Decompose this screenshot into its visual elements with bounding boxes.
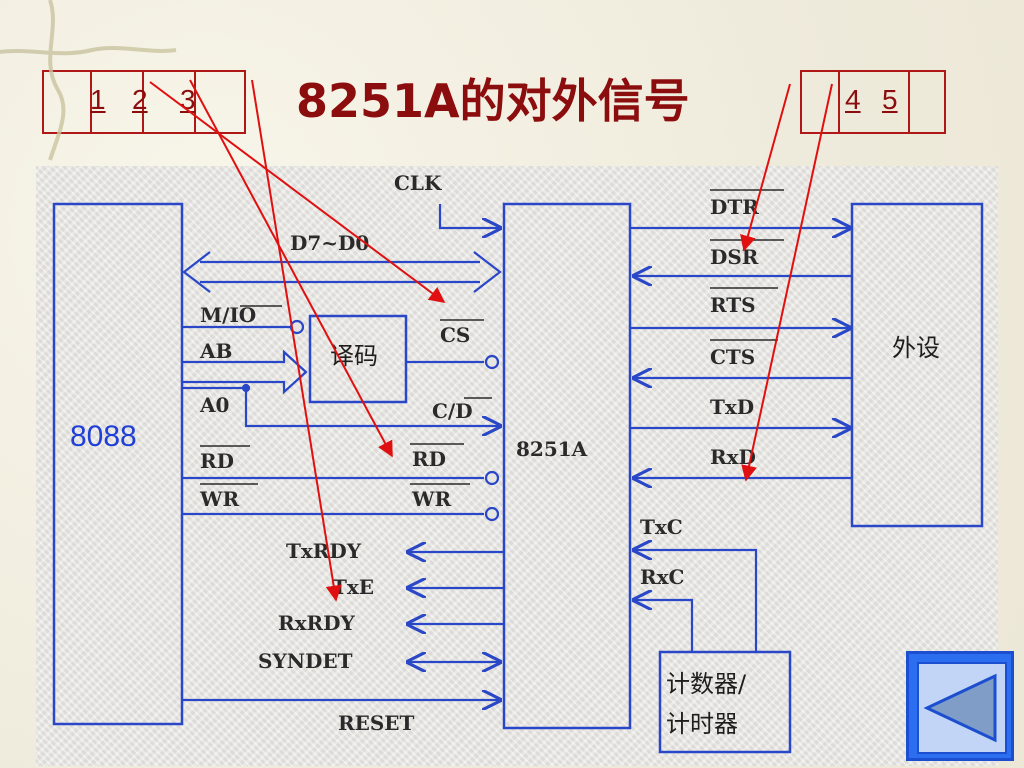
link-1[interactable]: 1 <box>90 84 106 115</box>
cpu-8088-box <box>52 202 184 726</box>
link-box-right <box>800 70 946 134</box>
pointer-1 <box>149 81 446 303</box>
txe-label: TxE <box>332 575 374 599</box>
rd-label-cpu: RD <box>200 449 234 473</box>
rd-label-chip: RD <box>412 447 446 471</box>
dtr-label: DTR <box>710 195 759 219</box>
cts-label: CTS <box>710 345 755 369</box>
wr-label-cpu: WR <box>199 487 239 511</box>
rxc-label: RxC <box>640 565 684 589</box>
mio-label: M/IO <box>200 303 256 327</box>
link-4[interactable]: 4 <box>845 84 861 115</box>
decorative-vine <box>0 0 177 161</box>
pointer-5 <box>741 83 833 482</box>
a0-wire <box>182 386 500 426</box>
txd-label: TxD <box>710 395 754 419</box>
cd-label: C/D <box>432 399 473 423</box>
pointer-4 <box>740 83 791 252</box>
decoder-box <box>308 314 408 404</box>
diagram-panel <box>36 166 998 766</box>
data-bus-arrow-left <box>182 251 211 293</box>
cs-label: CS <box>440 323 470 347</box>
link-5[interactable]: 5 <box>882 84 898 115</box>
txrdy-label: TxRDY <box>286 539 362 563</box>
wr-label-chip: WR <box>411 487 451 511</box>
peripheral-box <box>850 202 984 528</box>
txc-label: TxC <box>640 515 683 539</box>
data-bus-arrow-right <box>473 251 502 293</box>
dsr-label: DSR <box>710 245 759 269</box>
pointer-2 <box>189 79 393 458</box>
cpu-8088-label: 8088 <box>70 420 137 453</box>
syndet-label: SYNDET <box>258 649 353 673</box>
chip-8251a-box <box>502 202 632 730</box>
ab-bus <box>182 349 308 395</box>
ab-label: AB <box>199 339 232 363</box>
pointer-3 <box>251 79 342 602</box>
rxc-wire <box>634 600 694 652</box>
a0-label: A0 <box>199 393 229 417</box>
clk-wire <box>438 204 500 228</box>
counter-label-1: 计数器/ <box>666 670 747 698</box>
peripheral-label: 外设 <box>892 334 940 362</box>
rts-label: RTS <box>710 293 756 317</box>
rxrdy-label: RxRDY <box>278 611 356 635</box>
counter-label-2: 计时器 <box>666 710 738 738</box>
counter-timer-box <box>658 650 792 754</box>
chip-8251a-label: 8251A <box>516 437 588 461</box>
clk-label: CLK <box>394 171 442 195</box>
data-bus-label: D7~D0 <box>290 231 369 255</box>
slide-title: 8251A的对外信号 <box>296 74 690 128</box>
txc-wire <box>634 550 758 652</box>
back-nav-button[interactable] <box>906 651 1014 761</box>
triangle-left-icon <box>923 673 997 743</box>
reset-label: RESET <box>338 711 415 735</box>
link-2[interactable]: 2 <box>132 84 148 115</box>
link-box-left <box>42 70 246 134</box>
